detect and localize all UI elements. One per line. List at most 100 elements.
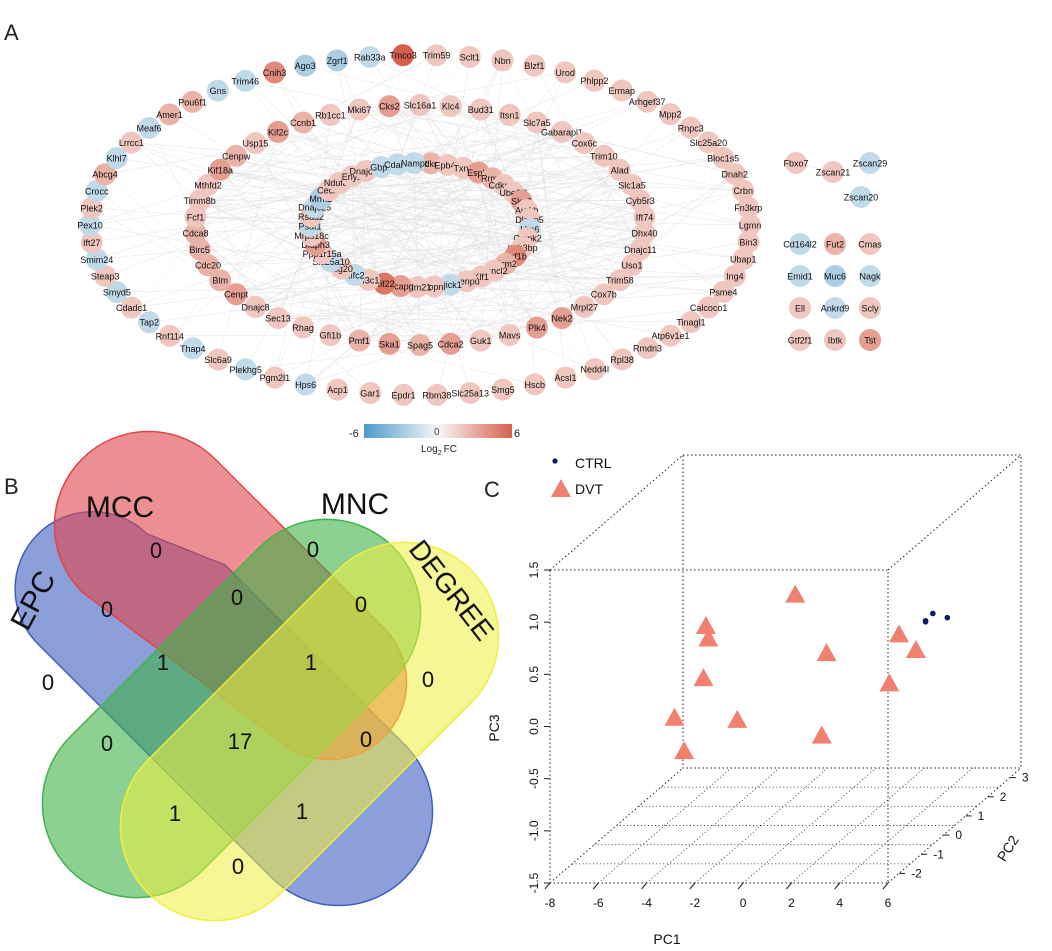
network-edge <box>339 182 530 220</box>
network-edge <box>330 114 507 264</box>
network-node: Pou6f1 <box>178 90 207 113</box>
network-node: Ncapg <box>388 275 414 298</box>
node-circle <box>80 231 103 254</box>
node-label: Pgm2l1 <box>260 373 291 383</box>
node-circle <box>633 205 656 228</box>
pca-point-dvt <box>879 673 900 692</box>
node-label: Timm8b <box>184 196 216 206</box>
node-circle <box>697 296 720 319</box>
node-circle <box>583 358 606 381</box>
node-circle <box>592 144 615 167</box>
panel-a-label: A <box>4 20 19 45</box>
network-node: Cdkn3 <box>418 152 444 175</box>
network-node: Slc16a1 <box>404 94 436 116</box>
node-label: Cnih3 <box>263 68 287 78</box>
node-label: Mthfd2 <box>194 180 222 190</box>
pca-point-ctrl <box>930 610 936 617</box>
node-label: Slc1a5 <box>618 180 646 190</box>
node-label: Mrm2 <box>309 194 332 204</box>
node-label: Crbn <box>733 186 753 196</box>
node-label: Spag5 <box>407 341 433 351</box>
node-circle <box>712 280 735 303</box>
venn-label-mcc: MCC <box>86 491 154 524</box>
node-circle <box>292 111 315 134</box>
network-node: Ankrd9 <box>821 297 849 319</box>
floor-grid-line <box>694 767 829 884</box>
node-circle <box>348 98 371 121</box>
pca-z-title: PC2 <box>994 832 1022 864</box>
node-circle <box>403 152 426 175</box>
network-edge <box>536 122 563 319</box>
node-label: Tap2 <box>140 318 160 328</box>
node-label: Tst <box>864 336 876 346</box>
node-label: Psme4 <box>709 287 737 297</box>
network-node: Rab33a <box>354 45 386 68</box>
node-circle <box>158 324 181 347</box>
network-edge <box>302 169 620 328</box>
node-label: Zgrf1 <box>327 56 348 66</box>
pca-point-dvt <box>664 707 685 726</box>
pca-legend: CTRL DVT <box>551 455 612 497</box>
node-label: Kif22 <box>374 279 395 289</box>
y-tick-label: 1.0 <box>527 614 541 631</box>
network-edge <box>381 104 421 168</box>
node-circle <box>263 61 286 84</box>
node-label: Cdadc1 <box>116 303 147 313</box>
node-circle <box>94 163 117 186</box>
node-label: Tmco3 <box>389 51 417 61</box>
network-edge <box>105 162 415 277</box>
network-edge <box>207 184 330 191</box>
node-label: Ift27 <box>83 238 101 248</box>
node-circle <box>573 295 596 318</box>
node-circle <box>378 332 401 355</box>
node-circle <box>158 103 181 126</box>
node-label: Blm <box>212 276 228 286</box>
node-label: Meaf6 <box>137 123 162 133</box>
node-label: Slc25a13 <box>451 389 489 399</box>
network-node: Steap3 <box>91 265 119 288</box>
network-node: Lrrcc1 <box>119 131 144 154</box>
network-node: Pex10 <box>77 214 103 237</box>
network-node: Bin3 <box>737 231 760 254</box>
node-circle <box>659 103 682 126</box>
node-label: Calcoco1 <box>690 303 728 313</box>
network-node: Blm <box>209 269 232 292</box>
node-circle <box>225 144 248 167</box>
node-circle <box>550 307 573 330</box>
network-node: Nagk <box>859 265 881 287</box>
network-edge <box>413 162 467 282</box>
network-node: Crbn <box>732 179 755 202</box>
node-label: Cdca2 <box>438 339 464 349</box>
node-circle <box>824 233 846 255</box>
node-circle <box>554 61 577 84</box>
node-circle <box>554 366 577 389</box>
node-circle <box>409 94 431 116</box>
node-label: Dhx40 <box>631 229 657 239</box>
network-edge <box>236 293 481 341</box>
network-node: Atp6v1e1 <box>652 324 690 347</box>
network-node: Arhgef37 <box>629 90 665 113</box>
network-edge <box>526 155 604 211</box>
network-node: Rnpc3 <box>678 116 704 139</box>
node-label: Birc5 <box>189 245 210 255</box>
network-node: Cdca2 <box>438 332 464 355</box>
venn-count-mcc-degree: 0 <box>360 727 372 752</box>
network-edge <box>131 293 237 308</box>
network-node: Zscan20 <box>844 186 878 208</box>
x-tick <box>689 882 696 890</box>
network-node: Hscb <box>523 373 546 396</box>
node-label: Txn2 <box>453 164 473 174</box>
network-edge <box>329 189 604 295</box>
network-edge <box>303 200 641 328</box>
network-edge <box>309 225 528 239</box>
venn-count-degree-only: 0 <box>422 667 434 692</box>
node-label: Epb42 <box>435 160 461 170</box>
node-label: Phlpp2 <box>580 76 608 86</box>
node-circle <box>859 297 881 319</box>
node-label: Cox6c <box>572 139 598 149</box>
venn-count-epc-mnc-degree: 1 <box>169 801 181 826</box>
node-circle <box>573 132 596 155</box>
network-edge <box>389 122 538 345</box>
network-node: Itsn1 <box>498 103 521 126</box>
